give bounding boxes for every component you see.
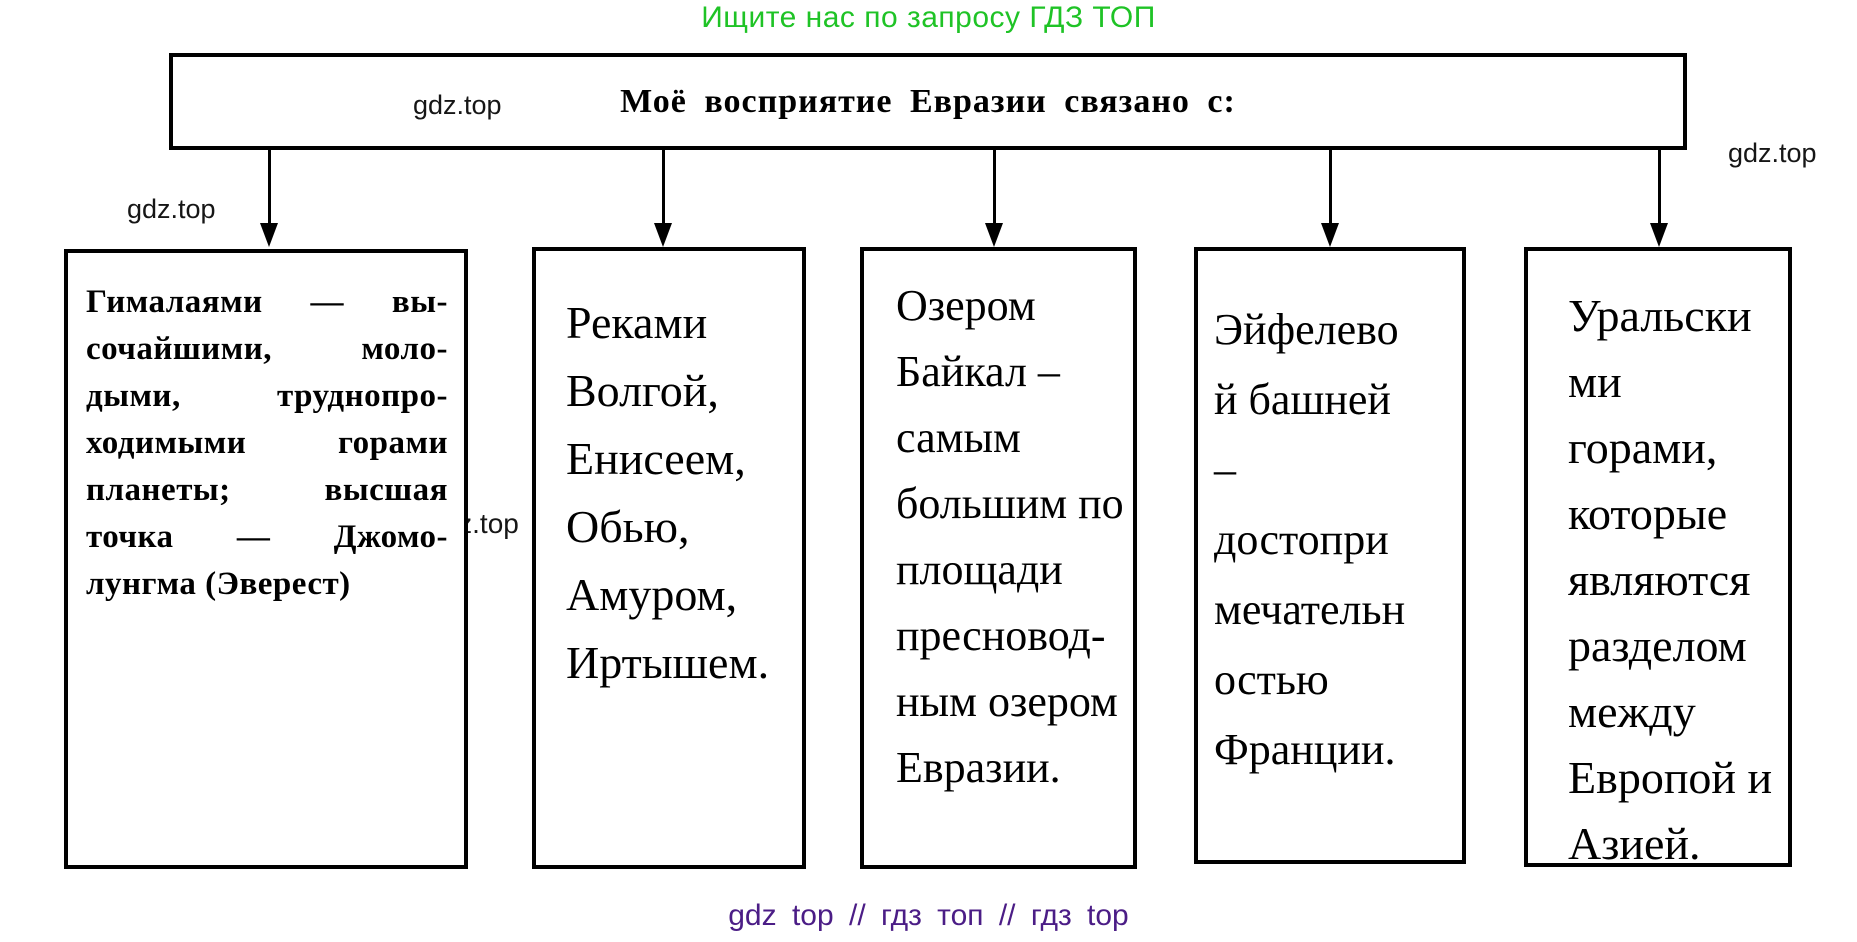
text-line: й башней bbox=[1214, 375, 1391, 424]
text-line: Евразии. bbox=[896, 743, 1061, 792]
arrow-head-icon bbox=[1650, 223, 1668, 247]
text-line: Озером bbox=[896, 281, 1036, 330]
text-line: которые bbox=[1568, 488, 1728, 539]
diagram-title: Моё восприятие Евразии связано с: bbox=[620, 82, 1236, 120]
text-line: точка — Джомо- bbox=[86, 519, 448, 555]
text-line: лунгма (Эверест) bbox=[86, 566, 351, 602]
text-line: Эйфелево bbox=[1214, 305, 1399, 354]
watermark: gdz.top bbox=[127, 194, 216, 224]
text-line: Енисеем, bbox=[566, 433, 746, 484]
text-line: Байкал – bbox=[896, 347, 1060, 396]
arrow-head-icon bbox=[1321, 223, 1339, 247]
text-line: – bbox=[1214, 445, 1236, 494]
text-line: остью bbox=[1214, 655, 1329, 704]
flow-arrow-4 bbox=[1319, 150, 1341, 247]
text-line: горами, bbox=[1568, 422, 1718, 473]
text-line: Обью, bbox=[566, 501, 690, 552]
arrow-stem bbox=[661, 150, 665, 223]
bottom-promo-banner: gdz top // гдз топ // гдз top bbox=[728, 899, 1129, 932]
text-line: сочайшими, моло- bbox=[86, 331, 448, 367]
watermark: gdz.top bbox=[1728, 138, 1817, 168]
text-line: Амуром, bbox=[566, 569, 738, 620]
watermark: gdz.top bbox=[413, 90, 502, 120]
flow-arrow-2 bbox=[652, 150, 674, 247]
arrow-stem bbox=[1657, 150, 1661, 223]
flow-arrow-5 bbox=[1648, 150, 1670, 247]
text-line: Франции. bbox=[1214, 725, 1396, 774]
content-box-eiffel: Эйфелево й башней – достопри мечательн о… bbox=[1194, 247, 1466, 864]
arrow-stem bbox=[1328, 150, 1332, 223]
arrow-head-icon bbox=[654, 223, 672, 247]
text-line: достопри bbox=[1214, 515, 1389, 564]
text-line: дыми, труднопро- bbox=[86, 378, 448, 414]
text-line: Иртышем. bbox=[566, 637, 770, 688]
text-line: Гималаями — вы- bbox=[86, 284, 448, 320]
flow-arrow-1 bbox=[258, 150, 280, 247]
text-line: пресновод- bbox=[896, 611, 1106, 660]
arrow-head-icon bbox=[260, 223, 278, 247]
text-line: Европой и bbox=[1568, 752, 1773, 803]
arrow-stem bbox=[992, 150, 996, 223]
content-box-ural: Уральски ми горами, которые являются раз… bbox=[1524, 247, 1792, 869]
text-line: Уральски bbox=[1568, 290, 1752, 341]
content-box-rivers: Реками Волгой, Енисеем, Обью, Амуром, Ир… bbox=[532, 247, 806, 869]
text-line: ходимыми горами bbox=[86, 425, 448, 461]
text-line: Реками bbox=[566, 297, 708, 348]
title-box: Моё восприятие Евразии связано с: bbox=[169, 53, 1687, 150]
content-box-himalayas: Гималаями — вы- сочайшими, моло- дыми, т… bbox=[64, 249, 468, 869]
flow-arrow-3 bbox=[983, 150, 1005, 247]
arrow-head-icon bbox=[985, 223, 1003, 247]
text-line: большим по bbox=[896, 479, 1124, 528]
text-line: площади bbox=[896, 545, 1063, 594]
arrow-stem bbox=[267, 150, 271, 223]
text-line: ным озером bbox=[896, 677, 1118, 726]
text-line: ми bbox=[1568, 356, 1622, 407]
text-line: Азией. bbox=[1568, 818, 1701, 869]
text-line: разделом bbox=[1568, 620, 1747, 671]
text-line: мечательн bbox=[1214, 585, 1406, 634]
text-line: планеты; высшая bbox=[86, 472, 448, 508]
text-line: между bbox=[1568, 686, 1696, 737]
text-line: Волгой, bbox=[566, 365, 719, 416]
content-box-baikal: Озером Байкал – самым большим по площади… bbox=[860, 247, 1137, 869]
text-line: самым bbox=[896, 413, 1021, 462]
text-line: являются bbox=[1568, 554, 1751, 605]
top-promo-banner: Ищите нас по запросу ГДЗ ТОП bbox=[701, 1, 1156, 34]
